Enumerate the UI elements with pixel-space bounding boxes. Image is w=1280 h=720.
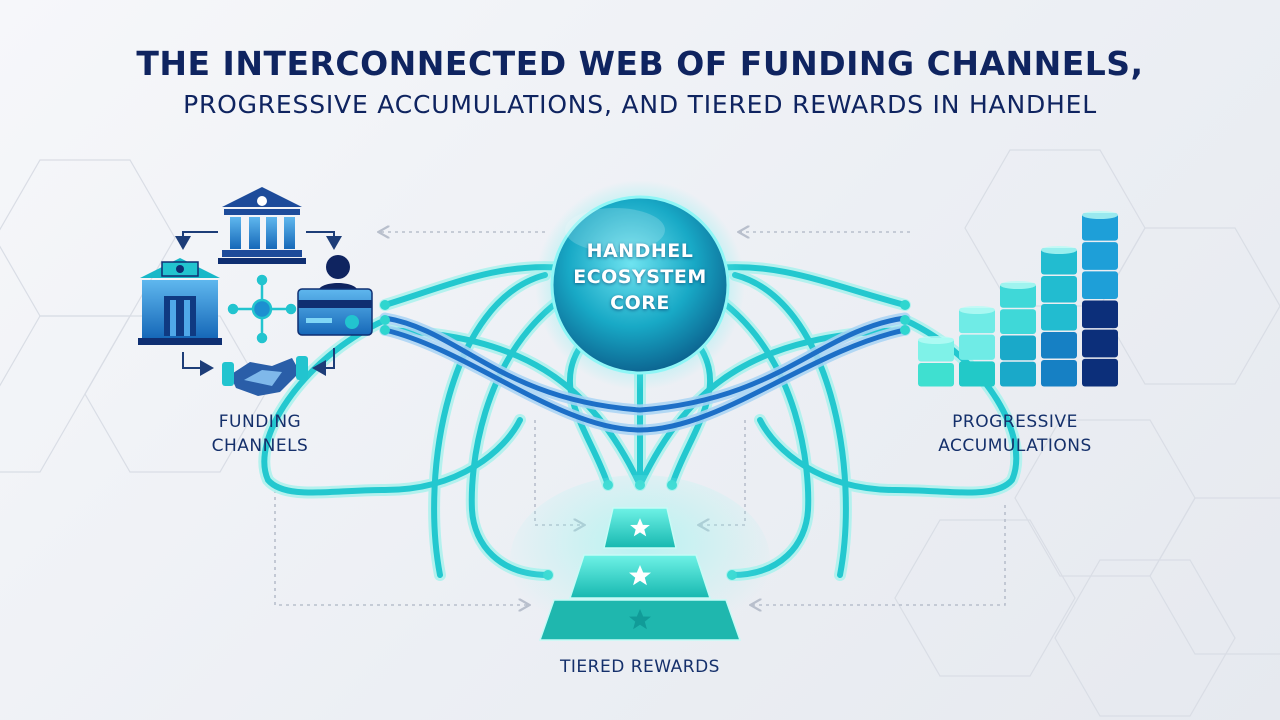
bar-segment [1041,360,1077,387]
star-icon [629,565,651,586]
connection-tubes [258,261,1023,581]
bar-segment [918,338,954,362]
bar-cap [959,306,995,314]
bar-segment [1041,304,1077,331]
ecosystem-core-sphere [535,180,745,390]
bar-segment [1000,361,1036,387]
progressive-label-line-1: PROGRESSIVE [952,412,1078,432]
bar-cap [1000,281,1036,289]
bar-segment [959,361,995,387]
funding-label-line-1: FUNDING [218,412,302,432]
tiered-rewards-pyramid [510,475,770,645]
diagram-title-line-1: THE INTERCONNECTED WEB OF FUNDING CHANNE… [136,44,1144,83]
bar-segment [1041,332,1077,359]
handshake-icon [222,356,308,396]
star-icon [630,518,650,537]
funding-label-line-2: CHANNELS [211,436,309,456]
bar-segment [1082,329,1118,358]
bar-segment [1041,248,1077,275]
bar-segment [1082,358,1118,387]
funding-channels-label: FUNDING CHANNELS [160,410,360,458]
progressive-label-line-2: ACCUMULATIONS [938,436,1092,456]
bar-cap [918,336,954,344]
funding-channels-cluster [138,187,373,396]
bar-cap [1041,246,1077,254]
core-label-line-3: CORE [610,292,670,314]
core-label-line-2: ECOSYSTEM [573,266,707,288]
bank-icon [218,187,306,264]
bar-cap [1082,211,1118,219]
bar-segment [959,334,995,360]
bar-segment [1000,335,1036,361]
star-icon [629,609,651,630]
card-payment-icon [297,255,373,336]
tiered-rewards-label: TIERED REWARDS [560,657,720,677]
bar-segment [1041,276,1077,303]
core-label-line-1: HANDHEL [586,240,694,262]
bar-segment [1000,309,1036,334]
core-label: HANDHEL ECOSYSTEM CORE [540,238,740,316]
diagram-title-line-2: PROGRESSIVE ACCUMULATIONS, AND TIERED RE… [183,90,1097,119]
bar-segment [918,363,954,387]
institution-icon [138,258,222,345]
bar-segment [1082,242,1118,270]
bar-segment [1082,213,1118,241]
bar-segment [959,308,995,334]
cycle-arrows [175,231,342,376]
progressive-accumulations-label: PROGRESSIVE ACCUMULATIONS [900,410,1130,458]
bar-segment [1000,283,1036,308]
network-node-icon [227,274,297,344]
bar-segment [1082,300,1118,329]
bar-growth-icon [918,211,1118,387]
bar-segment [1082,271,1118,299]
